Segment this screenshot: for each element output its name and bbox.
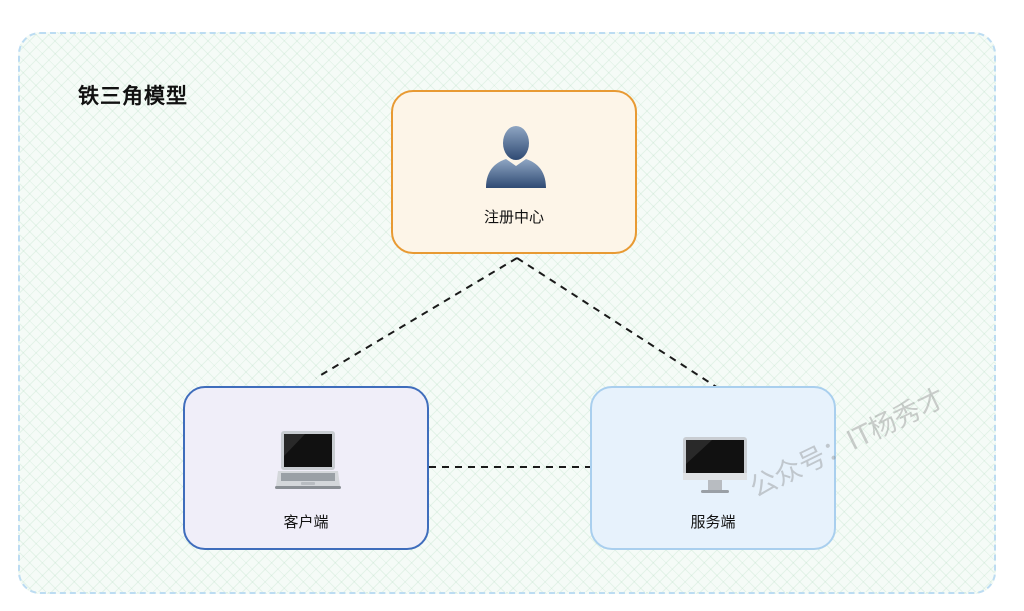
registry-label: 注册中心	[483, 208, 544, 226]
client-node[interactable]: 客户端	[183, 386, 429, 550]
link-registry-client	[315, 257, 518, 379]
user-icon	[486, 126, 546, 188]
server-node[interactable]: 服务端	[590, 386, 836, 550]
link-registry-server	[516, 257, 719, 389]
registry-node[interactable]: 注册中心	[391, 90, 637, 254]
monitor-icon	[683, 437, 747, 493]
client-label: 客户端	[283, 513, 329, 531]
laptop-icon	[275, 431, 341, 489]
server-label: 服务端	[690, 513, 736, 531]
diagram-title: 铁三角模型	[78, 84, 188, 108]
